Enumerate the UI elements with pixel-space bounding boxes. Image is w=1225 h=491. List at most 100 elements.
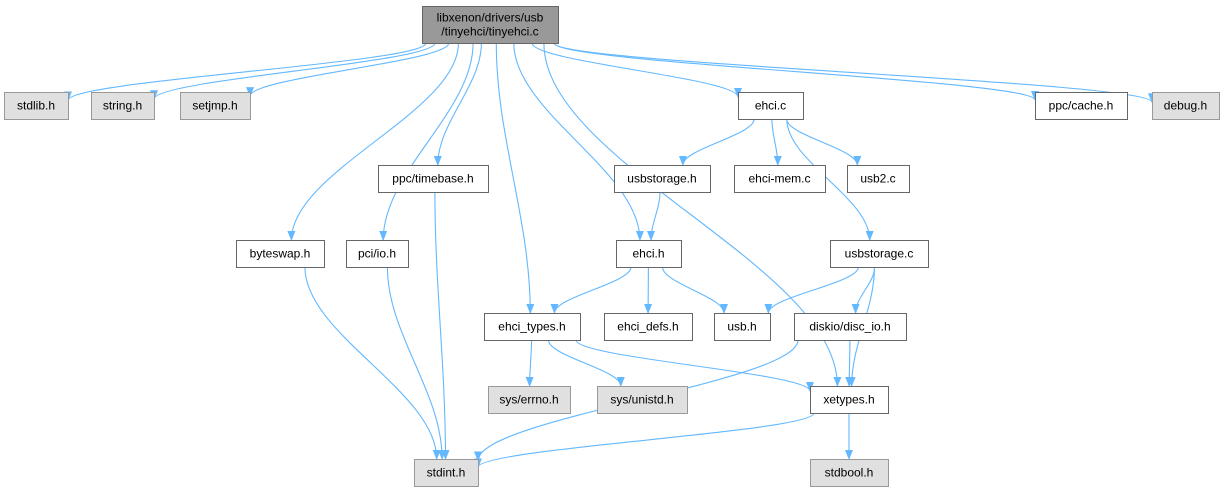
edge-root-to-ehci_c	[531, 42, 742, 98]
node-box	[484, 313, 581, 341]
node-label: string.h	[103, 99, 142, 113]
edge-byteswap-to-stdint	[304, 266, 441, 460]
node-ppc-timebase[interactable]: ppc/timebase.h	[378, 165, 489, 193]
node-label: stdlib.h	[17, 99, 55, 113]
edge-ehci_h-to-ehci_types	[550, 266, 632, 314]
node-label: ehci.h	[632, 247, 664, 261]
node-usbstorage-h[interactable]: usbstorage.h	[614, 165, 711, 193]
edge-ehci_types-to-sys_unistd	[547, 339, 625, 387]
node-usbstorage-c[interactable]: usbstorage.c	[830, 240, 929, 268]
node-box	[91, 92, 155, 120]
node-box	[180, 92, 251, 120]
node-box	[734, 165, 826, 193]
edge-ehci_c-to-usbstorage_c	[786, 118, 874, 241]
node-label: usbstorage.c	[845, 247, 914, 261]
edge-ehci_c-to-usb2	[786, 118, 862, 166]
edge-root-to-stdlib	[64, 42, 427, 102]
node-ehci-types[interactable]: ehci_types.h	[484, 313, 581, 341]
node-label: diskio/disc_io.h	[809, 320, 890, 334]
node-stdbool: stdbool.h	[810, 459, 889, 487]
node-label: sys/unistd.h	[610, 393, 673, 407]
node-debug: debug.h	[1152, 92, 1220, 120]
node-setjmp: setjmp.h	[180, 92, 251, 120]
node-label: ppc/timebase.h	[392, 172, 473, 186]
edge-ppc_timebase-to-stdint	[434, 191, 450, 460]
edge-root-to-pci_io	[379, 42, 474, 241]
node-label: stdint.h	[427, 466, 466, 480]
node-pci-io[interactable]: pci/io.h	[346, 240, 409, 268]
node-sys-unistd: sys/unistd.h	[597, 386, 688, 414]
node-label: usbstorage.h	[627, 172, 696, 186]
node-box	[1152, 92, 1220, 120]
node-usb2[interactable]: usb2.c	[847, 165, 910, 193]
node-box	[830, 240, 929, 268]
node-stdlib: stdlib.h	[4, 92, 69, 120]
node-box	[422, 6, 559, 44]
edge-ehci_c-to-ehci_mem	[771, 118, 782, 166]
node-box	[714, 313, 771, 341]
node-label: ppc/cache.h	[1049, 99, 1114, 113]
node-label: setjmp.h	[192, 99, 237, 113]
node-box	[346, 240, 409, 268]
node-box	[738, 92, 804, 120]
node-box	[810, 459, 889, 487]
edge-ehci_c-to-usbstorage_h	[678, 118, 755, 166]
edge-usbstorage_c-to-disc_io	[851, 266, 876, 314]
node-label: debug.h	[1164, 99, 1207, 113]
node-label: ehci_defs.h	[617, 320, 678, 334]
node-label: byteswap.h	[250, 247, 311, 261]
node-box	[597, 386, 688, 414]
node-ehci-defs[interactable]: ehci_defs.h	[604, 313, 693, 341]
node-label: libxenon/drivers/usb	[437, 11, 544, 25]
node-label: usb2.c	[860, 172, 895, 186]
node-label: stdbool.h	[825, 466, 874, 480]
edge-pci_io-to-stdint	[386, 266, 447, 460]
nodes-layer: libxenon/drivers/usb/tinyehci/tinyehci.c…	[4, 6, 1220, 487]
node-ehci-mem[interactable]: ehci-mem.c	[734, 165, 826, 193]
edge-root-to-ppc_timebase	[433, 42, 482, 166]
node-usb-h[interactable]: usb.h	[714, 313, 771, 341]
edge-ehci_types-to-xetypes	[575, 339, 814, 392]
edge-root-to-ehci_types	[495, 42, 535, 314]
edge-xetypes-to-stdint	[474, 412, 815, 469]
edge-disc_io-to-xetypes	[845, 339, 854, 387]
node-box	[847, 165, 910, 193]
edge-usbstorage_c-to-usb_h	[764, 266, 860, 314]
node-label: sys/errno.h	[499, 393, 558, 407]
node-label: xetypes.h	[823, 393, 874, 407]
node-box	[488, 386, 571, 414]
node-box	[378, 165, 489, 193]
edge-usbstorage_h-to-ehci_h	[647, 191, 661, 241]
node-box	[810, 386, 889, 414]
edge-root-to-byteswap	[287, 42, 460, 241]
node-box	[794, 313, 907, 341]
node-ppc-cache[interactable]: ppc/cache.h	[1035, 92, 1128, 120]
node-ehci-c[interactable]: ehci.c	[738, 92, 804, 120]
node-box	[4, 92, 69, 120]
edge-root-to-string	[150, 42, 436, 101]
node-label: ehci_types.h	[498, 320, 565, 334]
node-root[interactable]: libxenon/drivers/usb/tinyehci/tinyehci.c	[422, 6, 559, 44]
edge-root-to-ppc_cache	[553, 42, 1039, 101]
node-label: ehci-mem.c	[748, 172, 810, 186]
node-xetypes[interactable]: xetypes.h	[810, 386, 889, 414]
node-string: string.h	[91, 92, 155, 120]
node-disc-io[interactable]: diskio/disc_io.h	[794, 313, 907, 341]
node-box	[604, 313, 693, 341]
edge-ehci_types-to-sys_errno	[525, 339, 534, 387]
node-byteswap[interactable]: byteswap.h	[236, 240, 325, 268]
node-box	[1035, 92, 1128, 120]
node-label: /tinyehci/tinyehci.c	[441, 25, 538, 39]
edges-layer	[64, 42, 1156, 469]
node-ehci-h[interactable]: ehci.h	[616, 240, 682, 268]
node-box	[414, 459, 479, 487]
node-box	[616, 240, 682, 268]
node-label: usb.h	[727, 320, 756, 334]
node-stdint: stdint.h	[414, 459, 479, 487]
node-label: ehci.c	[755, 99, 786, 113]
node-sys-errno: sys/errno.h	[488, 386, 571, 414]
edge-root-to-setjmp	[246, 42, 450, 98]
edge-root-to-ehci_h	[513, 42, 644, 241]
node-label: pci/io.h	[358, 247, 396, 261]
